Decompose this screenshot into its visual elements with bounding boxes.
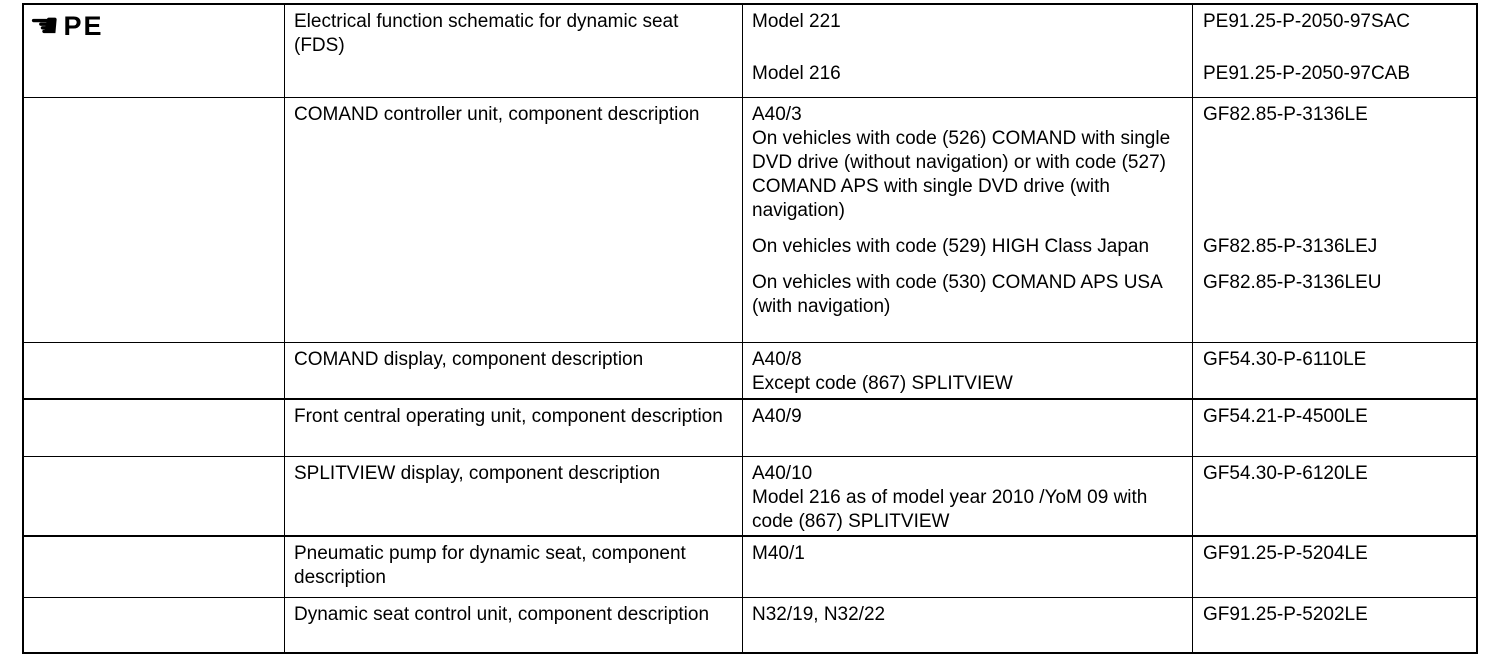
detail-code-group: A40/10 Model 216 as of model year 2010 /… bbox=[743, 457, 1480, 536]
marker-cell bbox=[24, 598, 285, 652]
table-row: Front central operating unit, component … bbox=[24, 400, 1476, 457]
table-row: ☚ PE Electrical function schematic for d… bbox=[24, 5, 1476, 98]
table-row: Pneumatic pump for dynamic seat, compone… bbox=[24, 537, 1476, 598]
marker-cell bbox=[24, 400, 285, 456]
pe-marker: ☚ PE bbox=[29, 7, 280, 45]
detail-cell: On vehicles with code (529) HIGH Class J… bbox=[743, 225, 1193, 261]
description-cell: Front central operating unit, component … bbox=[285, 400, 743, 456]
code-cell: GF82.85-P-3136LEJ bbox=[1193, 225, 1480, 261]
detail-text: Model 216 bbox=[752, 63, 841, 84]
detail-text: M40/1 bbox=[752, 543, 805, 564]
detail-code-group: Model 221 PE91.25-P-2050-97SAC Model 216… bbox=[743, 5, 1480, 97]
description-text: SPLITVIEW display, component description bbox=[294, 463, 661, 484]
detail-text: A40/10 Model 216 as of model year 2010 /… bbox=[752, 463, 1148, 532]
detail-cell: Model 216 bbox=[743, 36, 1193, 88]
detail-cell: Model 221 bbox=[743, 5, 1193, 36]
pe-label: PE bbox=[63, 11, 104, 41]
document-code-link[interactable]: GF54.30-P-6110LE bbox=[1203, 349, 1367, 370]
detail-text: A40/8 Except code (867) SPLITVIEW bbox=[752, 349, 1013, 394]
description-text: COMAND display, component description bbox=[294, 349, 644, 370]
detail-cell: N32/19, N32/22 bbox=[743, 598, 1193, 629]
code-cell: GF54.30-P-6120LE bbox=[1193, 457, 1480, 536]
document-reference-table: ☚ PE Electrical function schematic for d… bbox=[22, 3, 1478, 654]
code-cell: GF91.25-P-5204LE bbox=[1193, 537, 1480, 568]
detail-cell: A40/8 Except code (867) SPLITVIEW bbox=[743, 343, 1193, 398]
detail-text: A40/3 On vehicles with code (526) COMAND… bbox=[752, 104, 1171, 221]
detail-cell: A40/9 bbox=[743, 400, 1193, 431]
document-code-link[interactable]: GF54.21-P-4500LE bbox=[1203, 406, 1368, 427]
document-code-link[interactable]: PE91.25-P-2050-97SAC bbox=[1203, 11, 1411, 32]
document-code-link[interactable]: PE91.25-P-2050-97CAB bbox=[1203, 63, 1411, 84]
table-row: SPLITVIEW display, component description… bbox=[24, 457, 1476, 537]
description-cell: COMAND display, component description bbox=[285, 343, 743, 398]
code-cell: GF82.85-P-3136LEU bbox=[1193, 261, 1480, 321]
document-code-link[interactable]: GF91.25-P-5202LE bbox=[1203, 604, 1368, 625]
detail-code-group: A40/8 Except code (867) SPLITVIEW GF54.3… bbox=[743, 343, 1480, 398]
detail-cell: A40/10 Model 216 as of model year 2010 /… bbox=[743, 457, 1193, 536]
description-text: Pneumatic pump for dynamic seat, compone… bbox=[294, 543, 686, 588]
description-text: Front central operating unit, component … bbox=[294, 406, 723, 427]
document-code-link[interactable]: GF91.25-P-5204LE bbox=[1203, 543, 1368, 564]
marker-cell bbox=[24, 537, 285, 597]
marker-cell: ☚ PE bbox=[24, 5, 285, 97]
description-cell: COMAND controller unit, component descri… bbox=[285, 98, 743, 342]
description-cell: SPLITVIEW display, component description bbox=[285, 457, 743, 536]
document-code-link[interactable]: GF82.85-P-3136LEU bbox=[1203, 272, 1382, 293]
detail-text: Model 221 bbox=[752, 11, 841, 32]
detail-text: N32/19, N32/22 bbox=[752, 604, 886, 625]
code-cell: PE91.25-P-2050-97CAB bbox=[1193, 36, 1480, 88]
detail-code-group: N32/19, N32/22 GF91.25-P-5202LE bbox=[743, 598, 1480, 652]
code-cell: GF91.25-P-5202LE bbox=[1193, 598, 1480, 629]
marker-cell bbox=[24, 98, 285, 342]
detail-cell: M40/1 bbox=[743, 537, 1193, 568]
pointing-hand-icon: ☚ bbox=[29, 7, 60, 45]
marker-cell bbox=[24, 457, 285, 536]
code-cell: GF54.30-P-6110LE bbox=[1193, 343, 1480, 398]
document-code-link[interactable]: GF82.85-P-3136LE bbox=[1203, 104, 1368, 125]
detail-code-group: A40/9 GF54.21-P-4500LE bbox=[743, 400, 1480, 456]
table-row: COMAND controller unit, component descri… bbox=[24, 98, 1476, 343]
description-cell: Electrical function schematic for dynami… bbox=[285, 5, 743, 97]
code-cell: GF54.21-P-4500LE bbox=[1193, 400, 1480, 431]
marker-cell bbox=[24, 343, 285, 398]
description-text: Electrical function schematic for dynami… bbox=[294, 11, 679, 56]
code-cell: GF82.85-P-3136LE bbox=[1193, 98, 1480, 225]
description-cell: Pneumatic pump for dynamic seat, compone… bbox=[285, 537, 743, 597]
detail-cell: A40/3 On vehicles with code (526) COMAND… bbox=[743, 98, 1193, 225]
detail-code-group: A40/3 On vehicles with code (526) COMAND… bbox=[743, 98, 1480, 342]
detail-text: On vehicles with code (529) HIGH Class J… bbox=[752, 236, 1150, 257]
detail-text: On vehicles with code (530) COMAND APS U… bbox=[752, 272, 1162, 317]
document-code-link[interactable]: GF54.30-P-6120LE bbox=[1203, 463, 1368, 484]
detail-cell: On vehicles with code (530) COMAND APS U… bbox=[743, 261, 1193, 321]
description-cell: Dynamic seat control unit, component des… bbox=[285, 598, 743, 652]
document-code-link[interactable]: GF82.85-P-3136LEJ bbox=[1203, 236, 1378, 257]
description-text: Dynamic seat control unit, component des… bbox=[294, 604, 710, 625]
detail-code-group: M40/1 GF91.25-P-5204LE bbox=[743, 537, 1480, 597]
table-row: Dynamic seat control unit, component des… bbox=[24, 598, 1476, 652]
table-row: COMAND display, component description A4… bbox=[24, 343, 1476, 400]
detail-text: A40/9 bbox=[752, 406, 802, 427]
description-text: COMAND controller unit, component descri… bbox=[294, 104, 700, 125]
code-cell: PE91.25-P-2050-97SAC bbox=[1193, 5, 1480, 36]
